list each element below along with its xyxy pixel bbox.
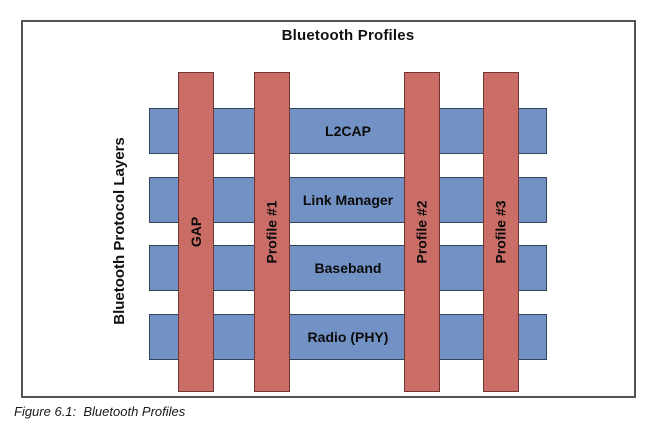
protocol-layer-bar: L2CAP — [149, 108, 547, 154]
profile-bar-label: GAP — [188, 216, 204, 248]
profile-bar-label: Profile #2 — [414, 200, 430, 264]
figure-title: Bluetooth Profiles — [281, 27, 415, 44]
protocol-layer-bar: Baseband — [149, 245, 547, 291]
protocol-layer-label: Baseband — [314, 260, 382, 276]
protocol-layer-label: Radio (PHY) — [307, 329, 389, 345]
profile-bar: Profile #1 — [254, 72, 290, 392]
protocol-layer-bar: Link Manager — [149, 177, 547, 223]
protocol-layer-label: L2CAP — [325, 123, 371, 139]
protocol-layers-axis-label: Bluetooth Protocol Layers — [111, 137, 128, 325]
profile-bar: Profile #3 — [483, 72, 519, 392]
profile-bar: Profile #2 — [404, 72, 440, 392]
figure-caption: Figure 6.1: Bluetooth Profiles — [14, 404, 186, 419]
protocol-layer-bar: Radio (PHY) — [149, 314, 547, 360]
profile-bar-label: Profile #1 — [264, 200, 280, 264]
protocol-layer-label: Link Manager — [302, 192, 394, 208]
profile-bar-label: Profile #3 — [493, 200, 509, 264]
profile-bar: GAP — [178, 72, 214, 392]
